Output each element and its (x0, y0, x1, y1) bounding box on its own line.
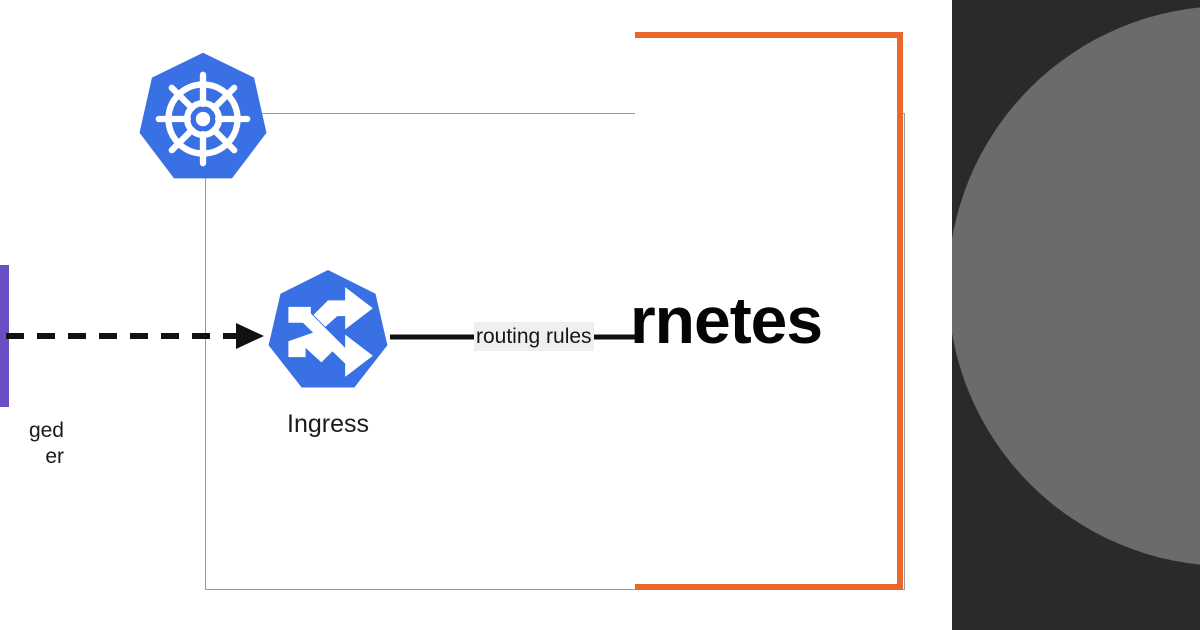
kubernetes-cluster-boundary (205, 113, 905, 590)
ingress-shuffle-icon[interactable] (262, 266, 394, 398)
overlay-frame-right (897, 32, 903, 590)
kubernetes-logo (139, 52, 267, 179)
inbound-traffic-arrow (6, 323, 264, 349)
ingress-node-label: Ingress (287, 410, 369, 438)
overlay-card-surface (635, 32, 897, 590)
overlay-frame-top (635, 32, 903, 38)
gray-circle-shape (952, 6, 1200, 566)
overlay-wordmark: rnetes (630, 283, 823, 357)
managed-load-balancer-bar (0, 265, 9, 407)
routing-rules-label: routing rules (474, 322, 594, 351)
overlay-frame-bottom (635, 584, 903, 590)
right-dark-panel (952, 0, 1200, 630)
managed-load-balancer-label: ged er (28, 419, 64, 468)
